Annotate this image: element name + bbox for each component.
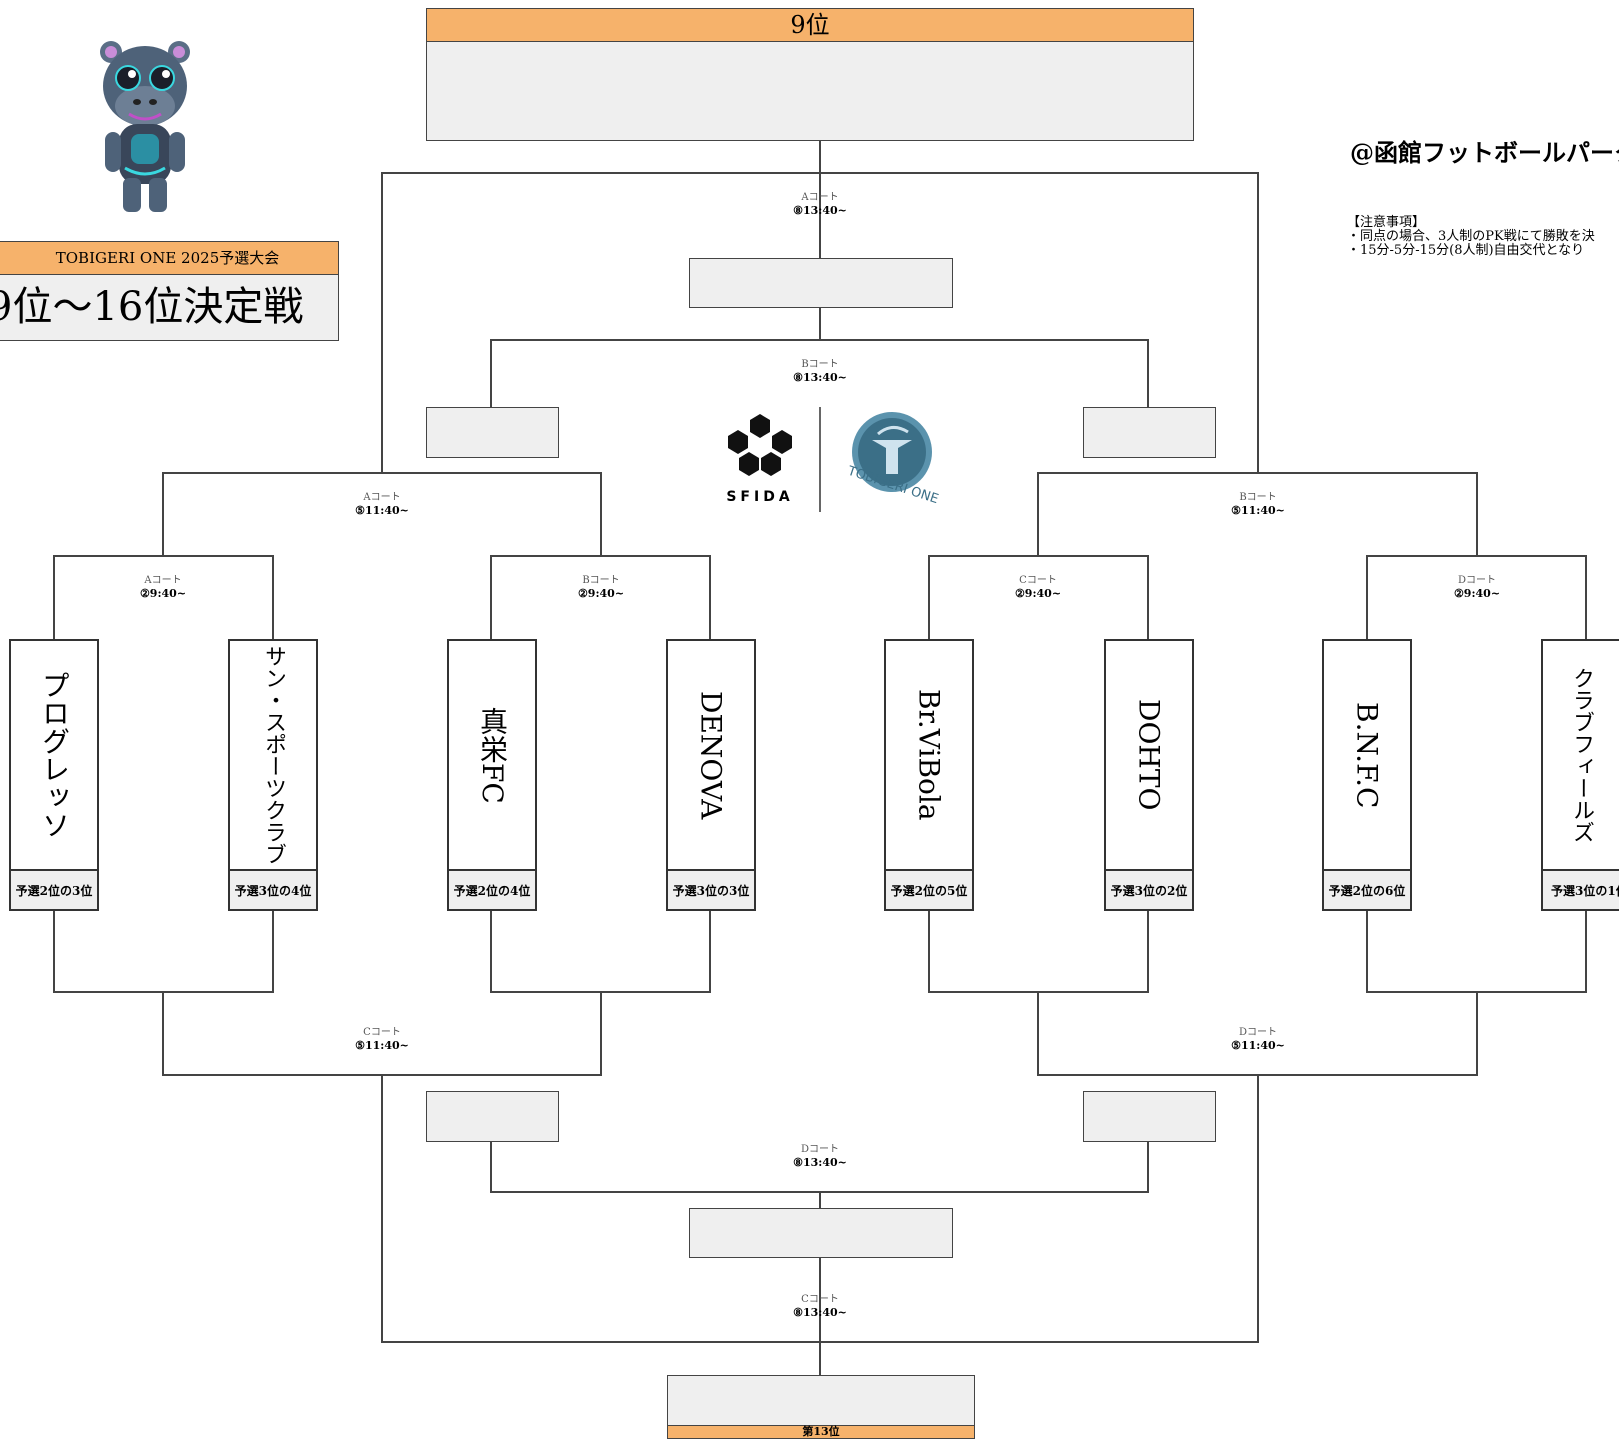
team-card: クラブフィールズ 予選3位の1位 <box>1541 639 1619 911</box>
match-time: ⑧13:40~ <box>793 371 847 384</box>
thirteenth-place-header: 第13位 <box>667 1425 975 1439</box>
match-time: ⑧13:40~ <box>793 1156 847 1169</box>
match-label-r1-a: Aコート ②9:40~ <box>63 575 263 600</box>
team-name: Br.ViBola <box>912 689 946 821</box>
thirteenth-place-label: 第13位 <box>802 1425 840 1438</box>
page-title: 9位〜16位決定戦 <box>0 284 304 330</box>
team-seed: 予選3位の3位 <box>668 871 754 909</box>
note-line: ・15分-5分-15分(8人制)自由交代となり <box>1347 243 1585 258</box>
sfida-logo-text: SFIDA <box>726 489 794 505</box>
page-title-box: 9位〜16位決定戦 <box>0 274 339 341</box>
team-seed: 予選3位の4位 <box>230 871 316 909</box>
match-time: ②9:40~ <box>1014 587 1062 600</box>
court-name: Bコート <box>582 575 620 586</box>
tobigeri-one-logo-icon <box>852 412 932 492</box>
lower-final-winner-field <box>689 1208 953 1258</box>
thirteenth-place-winner-field <box>667 1375 975 1426</box>
team-name: DENOVA <box>694 690 728 820</box>
match-label-r2-upper-right: Bコート ⑤11:40~ <box>1158 492 1358 517</box>
event-name: TOBIGERI ONE 2025予選大会 <box>55 249 280 267</box>
team-name: DOHTO <box>1132 699 1166 811</box>
match-label-r2-upper-left: Aコート ⑤11:40~ <box>282 492 482 517</box>
ninth-place-label: 9位 <box>790 11 830 39</box>
team-name: 真栄FC <box>476 706 509 804</box>
match-time: ⑧13:40~ <box>793 1306 847 1319</box>
team-name: プログレッソ <box>38 671 71 839</box>
team-seed: 予選2位の6位 <box>1324 871 1410 909</box>
match-label-upper-semi: Bコート ⑧13:40~ <box>720 359 920 384</box>
court-name: Cコート <box>1019 575 1057 586</box>
match-label-r2-lower-right: Dコート ⑤11:40~ <box>1158 1027 1358 1052</box>
team-seed: 予選2位の5位 <box>886 871 972 909</box>
match-time: ⑤11:40~ <box>1231 1039 1285 1052</box>
match-label-lower-final: Cコート ⑧13:40~ <box>720 1294 920 1319</box>
team-name: B.N.F.C <box>1350 701 1384 809</box>
upper-right-semi-winner-field <box>1083 407 1216 458</box>
match-label-r2-lower-left: Cコート ⑤11:40~ <box>282 1027 482 1052</box>
notes-heading: 【注意事項】 <box>1347 215 1426 230</box>
team-card: B.N.F.C 予選2位の6位 <box>1322 639 1412 911</box>
match-time: ②9:40~ <box>1453 587 1501 600</box>
court-name: Dコート <box>800 1144 840 1155</box>
ninth-place-winner-field <box>426 41 1194 141</box>
match-time: ⑤11:40~ <box>355 504 409 517</box>
court-name: Aコート <box>801 192 839 203</box>
match-label-upper-final: Aコート ⑧13:40~ <box>720 192 920 217</box>
court-name: Cコート <box>801 1294 839 1305</box>
team-name: サン・スポーツクラブ <box>261 645 286 865</box>
team-seed: 予選2位の3位 <box>11 871 97 909</box>
court-name: Bコート <box>1239 492 1277 503</box>
team-card: DENOVA 予選3位の3位 <box>666 639 756 911</box>
match-label-r1-b: Bコート ②9:40~ <box>501 575 701 600</box>
ninth-place-header: 9位 <box>426 8 1194 42</box>
court-name: Bコート <box>801 359 839 370</box>
team-name: クラブフィールズ <box>1569 667 1594 843</box>
sfida-logo-icon <box>728 414 792 476</box>
match-time: ⑤11:40~ <box>1231 504 1285 517</box>
venue: @函館フットボールパーク <box>1350 138 1619 167</box>
court-name: Dコート <box>1457 575 1497 586</box>
team-card: サン・スポーツクラブ 予選3位の4位 <box>228 639 318 911</box>
court-name: Dコート <box>1238 1027 1278 1038</box>
event-name-banner: TOBIGERI ONE 2025予選大会 <box>0 241 339 275</box>
court-name: Cコート <box>363 1027 401 1038</box>
team-card: Br.ViBola 予選2位の5位 <box>884 639 974 911</box>
court-name: Aコート <box>363 492 401 503</box>
team-card: 真栄FC 予選2位の4位 <box>447 639 537 911</box>
court-name: Aコート <box>144 575 182 586</box>
match-time: ②9:40~ <box>577 587 625 600</box>
lower-left-semi-winner-field <box>426 1091 559 1142</box>
match-time: ⑤11:40~ <box>355 1039 409 1052</box>
match-time: ⑧13:40~ <box>793 204 847 217</box>
hippo-mascot-icon <box>100 41 190 212</box>
match-label-r1-c: Cコート ②9:40~ <box>938 575 1138 600</box>
upper-left-semi-winner-field <box>426 407 559 458</box>
match-label-r1-d: Dコート ②9:40~ <box>1377 575 1577 600</box>
team-seed: 予選3位の1位 <box>1543 871 1619 909</box>
note-line: ・同点の場合、3人制のPK戦にて勝敗を決 <box>1347 229 1595 244</box>
team-card: プログレッソ 予選2位の3位 <box>9 639 99 911</box>
notes: 【注意事項】 ・同点の場合、3人制のPK戦にて勝敗を決 ・15分-5分-15分(… <box>1347 216 1595 258</box>
match-label-lower-semi: Dコート ⑧13:40~ <box>720 1144 920 1169</box>
match-time: ②9:40~ <box>139 587 187 600</box>
upper-final-winner-field <box>689 258 953 308</box>
lower-right-semi-winner-field <box>1083 1091 1216 1142</box>
team-seed: 予選3位の2位 <box>1106 871 1192 909</box>
team-seed: 予選2位の4位 <box>449 871 535 909</box>
team-card: DOHTO 予選3位の2位 <box>1104 639 1194 911</box>
